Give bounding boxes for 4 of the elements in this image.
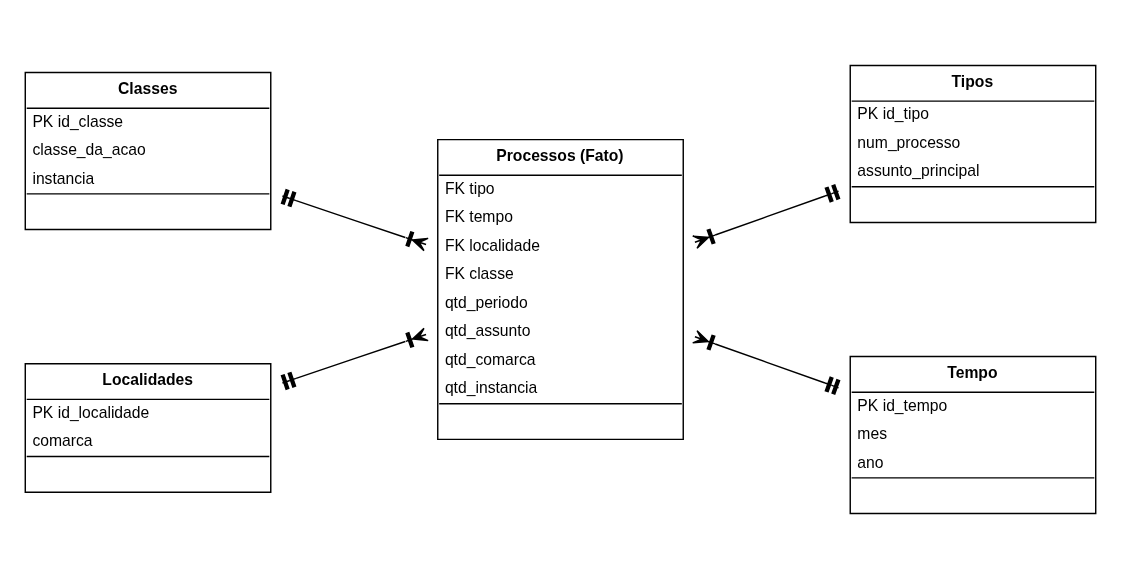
connector: [280, 188, 429, 251]
connector: [280, 327, 429, 390]
connector: [692, 329, 841, 395]
connector: [692, 183, 841, 249]
